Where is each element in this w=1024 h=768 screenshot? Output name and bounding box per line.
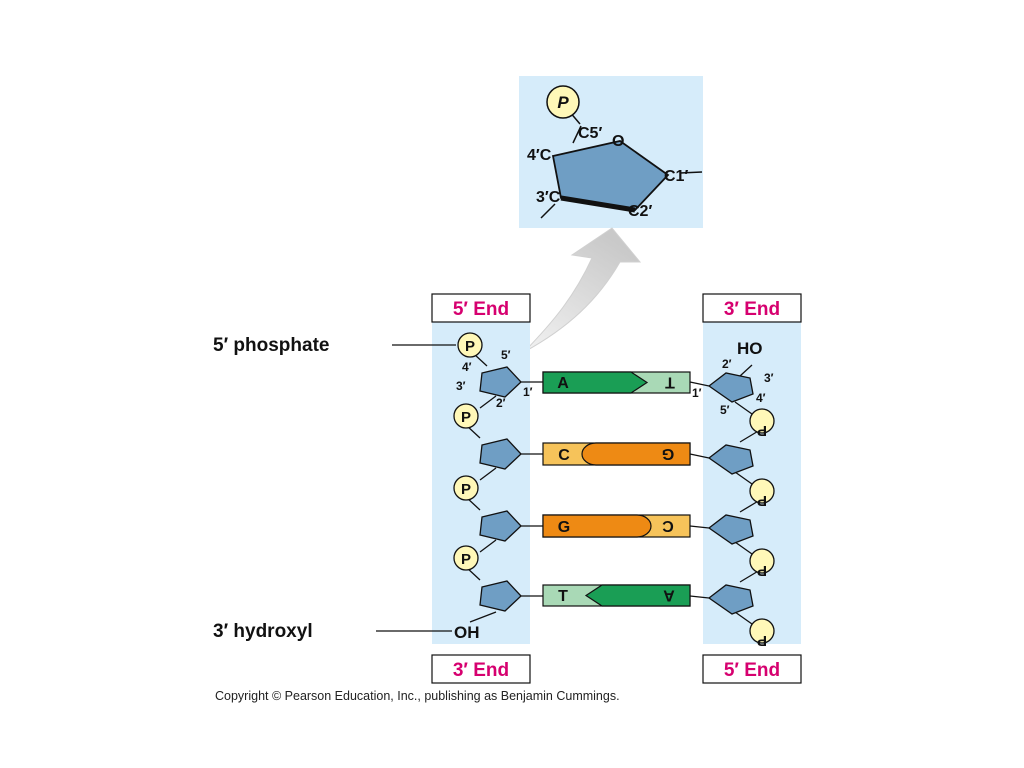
right-strand: HO P P P P 2′ 3′ 4′ 5′ 1′ xyxy=(689,339,775,649)
base-label-right: T xyxy=(665,374,675,391)
left-prime-3: 3′ xyxy=(456,379,466,393)
left-sugar xyxy=(479,580,522,612)
base-label-right: G xyxy=(662,445,674,462)
right-hydroxyl-label: HO xyxy=(737,339,763,358)
inset-phosphate-label: P xyxy=(557,93,569,112)
inset-sugar-ring xyxy=(551,140,670,211)
left-phosphate-circle xyxy=(453,403,479,429)
zoom-arrow xyxy=(523,227,642,353)
adenine-block xyxy=(542,371,649,394)
right-phosphate-label: P xyxy=(757,422,767,439)
hydroxyl-side-label: 3′ hydroxyl xyxy=(213,621,313,642)
left-phosphate-label: P xyxy=(465,338,475,355)
left-phosphate-label: P xyxy=(461,481,471,498)
inset-c5-label: C5′ xyxy=(578,125,602,142)
right-prime-5: 5′ xyxy=(720,403,730,417)
left-phosphate-circle xyxy=(457,332,483,358)
right-sugar xyxy=(707,444,754,475)
inset-o-label: O xyxy=(612,133,624,150)
copyright-text: Copyright © Pearson Education, Inc., pub… xyxy=(215,689,620,703)
base-pair-a-t: A T xyxy=(542,371,691,394)
right-phosphate-circle xyxy=(749,548,775,574)
left-prime-4: 4′ xyxy=(462,360,472,374)
base-label-right: C xyxy=(662,517,674,534)
right-phosphate-circle xyxy=(749,408,775,434)
left-phosphate-label: P xyxy=(461,551,471,568)
inset-phosphate-circle xyxy=(546,85,580,119)
top-right-end-label: 3′ End xyxy=(724,299,780,320)
inset-c2-label: C2′ xyxy=(628,203,652,220)
base-label-left: G xyxy=(558,519,570,536)
left-sugar xyxy=(479,438,522,470)
left-prime-5: 5′ xyxy=(501,348,511,362)
base-pair-c-g: C G xyxy=(542,442,691,466)
sugar-inset: P C5′ O 4′C 3′C C2′ C1′ xyxy=(519,76,703,228)
right-phosphate-circle xyxy=(749,618,775,644)
guanine-block xyxy=(581,442,691,466)
left-phosphate-circle xyxy=(453,545,479,571)
right-phosphate-circle xyxy=(749,478,775,504)
left-prime-1: 1′ xyxy=(523,385,533,399)
inset-c3-label: 3′C xyxy=(536,189,561,206)
right-phosphate-label: P xyxy=(757,562,767,579)
right-prime-1: 1′ xyxy=(692,386,702,400)
right-prime-3: 3′ xyxy=(764,371,774,385)
left-phosphate-label: P xyxy=(461,409,471,426)
base-pair-t-a: T A xyxy=(542,584,691,607)
right-phosphate-label: P xyxy=(757,632,767,649)
inset-c4-label: 4′C xyxy=(527,147,552,164)
bottom-left-end-label: 3′ End xyxy=(453,660,509,681)
base-pair-g-c: G C xyxy=(542,514,691,538)
base-label-left: T xyxy=(558,588,568,605)
left-phosphate-circle xyxy=(453,475,479,501)
base-label-left: A xyxy=(557,375,569,392)
left-hydroxyl-label: OH xyxy=(454,623,480,642)
right-phosphate-label: P xyxy=(757,492,767,509)
left-strand: P P P P OH 5′ 4′ 3′ 2′ 1′ xyxy=(453,332,543,642)
right-prime-2: 2′ xyxy=(722,357,732,371)
left-sugar xyxy=(479,510,522,542)
right-prime-4: 4′ xyxy=(756,391,766,405)
top-left-end-label: 5′ End xyxy=(453,299,509,320)
left-prime-2: 2′ xyxy=(496,396,506,410)
inset-c1-label: C1′ xyxy=(664,168,688,185)
bottom-right-end-label: 5′ End xyxy=(724,660,780,681)
right-sugar xyxy=(707,372,754,403)
base-label-right: A xyxy=(663,587,675,604)
phosphate-side-label: 5′ phosphate xyxy=(213,335,329,356)
base-label-left: C xyxy=(558,447,570,464)
left-sugar xyxy=(479,366,522,398)
right-sugar xyxy=(707,584,754,615)
guanine-block xyxy=(542,514,652,538)
right-sugar xyxy=(707,514,754,545)
adenine-block xyxy=(584,584,691,607)
